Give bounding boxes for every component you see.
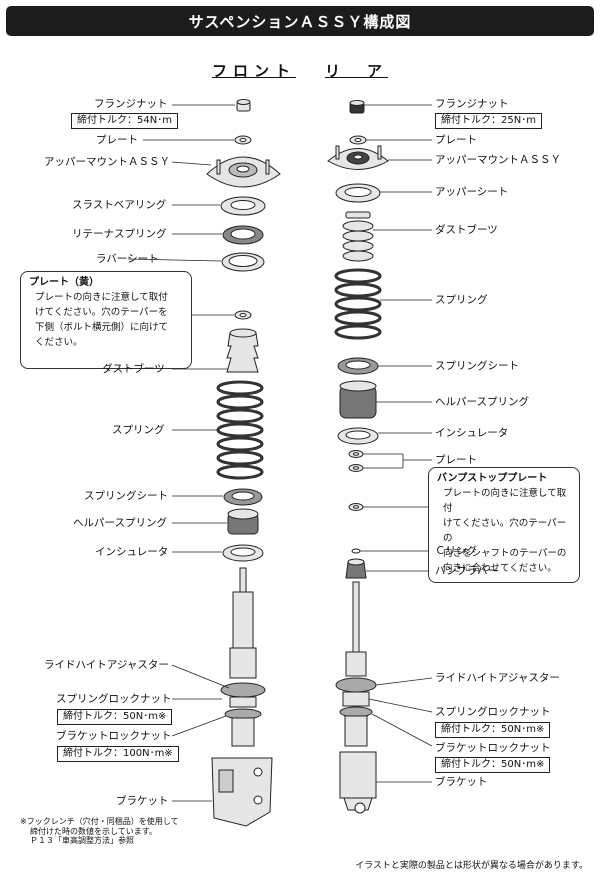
front-bracket-lock-nut-label: ブラケットロックナット — [56, 730, 172, 742]
rear-plate2-label: プレート — [435, 454, 477, 466]
rear-insulator-label: インシュレータ — [435, 427, 509, 439]
front-flange-nut-label: フランジナット — [94, 98, 168, 110]
rear-bump-stop-plate-icon — [348, 503, 364, 511]
rear-flange-nut-icon — [349, 100, 365, 114]
bump-stop-note-line: プレートの向きに注意して取付 — [443, 488, 567, 514]
rear-upper-seat-icon — [335, 183, 381, 203]
rear-spring-seat-icon — [337, 357, 379, 375]
front-insulator-icon — [222, 544, 264, 562]
front-spring-seat-icon — [223, 488, 263, 506]
front-spring-lock-nut-label: スプリングロックナット — [56, 693, 172, 705]
rear-bracket-label: ブラケット — [435, 776, 488, 788]
front-bracket-label: ブラケット — [116, 795, 169, 807]
front-spring-seat-label: スプリングシート — [84, 490, 168, 502]
front-plate-icon — [234, 135, 252, 145]
rear-spring-icon — [334, 268, 382, 340]
bump-stop-note-line: 向きに合わせてください。 — [443, 563, 557, 574]
rear-c-ring-label: Ｃリング — [435, 545, 477, 557]
front-plate-note-line: ください。 — [35, 337, 83, 348]
front-spring-lock-torque: 締付トルク：50N･m※ — [57, 709, 173, 725]
front-plate-note-line: けてください。穴のテーパーを — [35, 307, 168, 318]
front-rubber-seat-icon — [221, 252, 265, 272]
footnote-line: Ｐ１３「車高調整方法」参照 — [30, 836, 134, 845]
front-retainer-spring-icon — [222, 225, 264, 245]
front-thrust-bearing-icon — [220, 196, 266, 216]
front-plate-label: プレート — [96, 134, 138, 146]
front-upper-mount-icon — [206, 156, 281, 188]
rear-upper-mount-label: アッパーマウントＡＳＳＹ — [435, 154, 561, 166]
rear-helper-spring-label: ヘルパースプリング — [435, 396, 529, 408]
front-retainer-spring-label: リテーナスプリング — [72, 228, 167, 240]
page-title: サスペンションＡＳＳＹ構成図 — [6, 6, 594, 36]
front-damper-icon — [220, 567, 266, 747]
front-yellow-plate-icon — [234, 310, 252, 320]
front-spring-label: スプリング — [112, 424, 165, 436]
rear-bump-rubber-icon — [345, 558, 367, 579]
front-bracket-lock-torque: 締付トルク：100N･m※ — [57, 746, 179, 762]
front-helper-spring-icon — [227, 508, 259, 535]
rear-spring-lock-torque: 締付トルク：50N･m※ — [435, 722, 551, 738]
rear-flange-nut-torque: 締付トルク：25N･m — [435, 113, 542, 129]
front-rubber-seat-label: ラバーシート — [96, 253, 159, 265]
front-column-heading: フロント — [212, 62, 297, 80]
rear-bump-rubber-label: バンプラバー — [435, 565, 499, 577]
rear-spring-lock-nut-label: スプリングロックナット — [435, 706, 551, 718]
rear-dust-boot-label: ダストブーツ — [435, 224, 498, 236]
rear-spring-label: スプリング — [435, 294, 488, 306]
bump-stop-note-line: けてください。穴のテーパーの — [443, 518, 567, 544]
front-thrust-bearing-label: スラストベアリング — [72, 199, 167, 211]
front-ride-height-label: ライドハイトアジャスター — [44, 659, 169, 671]
front-plate-note-title: プレート（黄） — [29, 277, 99, 288]
rear-plate-pair-icon — [348, 450, 364, 472]
rear-plate-icon — [349, 135, 367, 145]
leader-lines — [127, 104, 433, 802]
front-plate-note: プレート（黄） プレートの向きに注意して取付 けてください。穴のテーパーを 下側… — [20, 271, 192, 369]
front-plate-note-line: 下側（ボルト横元側）に向けて — [35, 322, 169, 333]
front-helper-spring-label: ヘルパースプリング — [73, 517, 167, 529]
rear-flange-nut-label: フランジナット — [435, 98, 509, 110]
rear-ride-height-label: ライドハイトアジャスター — [435, 672, 560, 684]
front-dust-boot-icon — [226, 328, 259, 373]
rear-bracket-lock-torque: 締付トルク：50N･m※ — [435, 757, 551, 773]
bump-stop-plate-note: バンプストッププレート プレートの向きに注意して取付 けてください。穴のテーパー… — [428, 467, 580, 583]
bump-stop-note-title: バンプストッププレート — [437, 473, 548, 484]
front-insulator-label: インシュレータ — [95, 546, 169, 558]
front-dust-boot-label: ダストブーツ — [102, 363, 165, 375]
rear-damper-icon — [335, 581, 377, 747]
rear-upper-mount-icon — [327, 145, 389, 170]
rear-helper-spring-icon — [339, 380, 377, 419]
rear-bracket-lock-nut-label: ブラケットロックナット — [435, 742, 551, 754]
rear-c-ring-icon — [351, 548, 361, 554]
rear-plate-label: プレート — [435, 134, 477, 146]
front-upper-mount-label: アッパーマウントＡＳＳＹ — [44, 156, 170, 168]
rear-upper-seat-label: アッパーシート — [435, 186, 509, 198]
front-flange-nut-torque: 締付トルク：54N･m — [71, 113, 178, 129]
rear-column-heading: リ ア — [325, 62, 389, 80]
front-flange-nut-icon — [236, 99, 251, 112]
rear-spring-seat-label: スプリングシート — [435, 360, 519, 372]
rear-dust-boot-icon — [342, 211, 374, 262]
rear-bracket-icon — [339, 751, 377, 814]
front-spring-icon — [216, 380, 264, 480]
disclaimer-text: イラストと実際の製品とは形状が異なる場合があります。 — [355, 861, 588, 871]
footnote-line: 締付けた時の数値を示しています。 — [30, 826, 157, 836]
rear-insulator-icon — [337, 427, 379, 445]
front-plate-note-line: プレートの向きに注意して取付 — [35, 292, 168, 303]
torque-footnote: ※フックレンチ（穴付・同梱品）を使用して 締付けた時の数値を示しています。 Ｐ１… — [20, 817, 178, 846]
bump-stop-note-line: 向きをシャフトのテーパーの — [443, 548, 567, 559]
footnote-line: ※フックレンチ（穴付・同梱品）を使用して — [20, 817, 179, 826]
front-bracket-icon — [211, 757, 273, 827]
